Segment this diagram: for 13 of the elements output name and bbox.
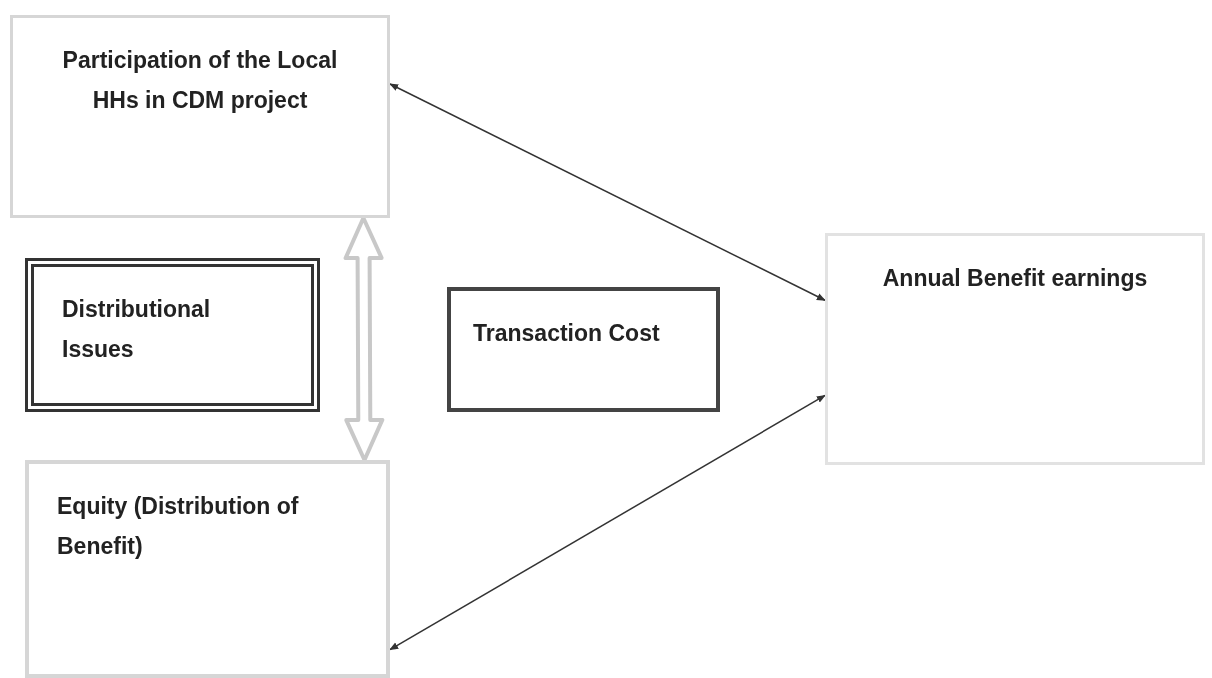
concept-box bbox=[825, 233, 1205, 465]
box-label: Participation of the Local HHs in CDM project bbox=[61, 46, 339, 115]
arrow bbox=[389, 83, 826, 302]
concept-box bbox=[25, 258, 320, 412]
arrow bbox=[389, 394, 826, 651]
box-label: Equity (Distribution of Benefit) bbox=[57, 492, 300, 561]
concept-box bbox=[447, 287, 720, 412]
box-label: Transaction Cost bbox=[473, 319, 661, 348]
concept-box bbox=[10, 15, 390, 218]
double-arrow bbox=[343, 216, 385, 462]
concept-box bbox=[25, 460, 390, 678]
box-label: Annual Benefit earnings bbox=[881, 264, 1149, 293]
box-label: Distributional Issues bbox=[62, 295, 212, 364]
